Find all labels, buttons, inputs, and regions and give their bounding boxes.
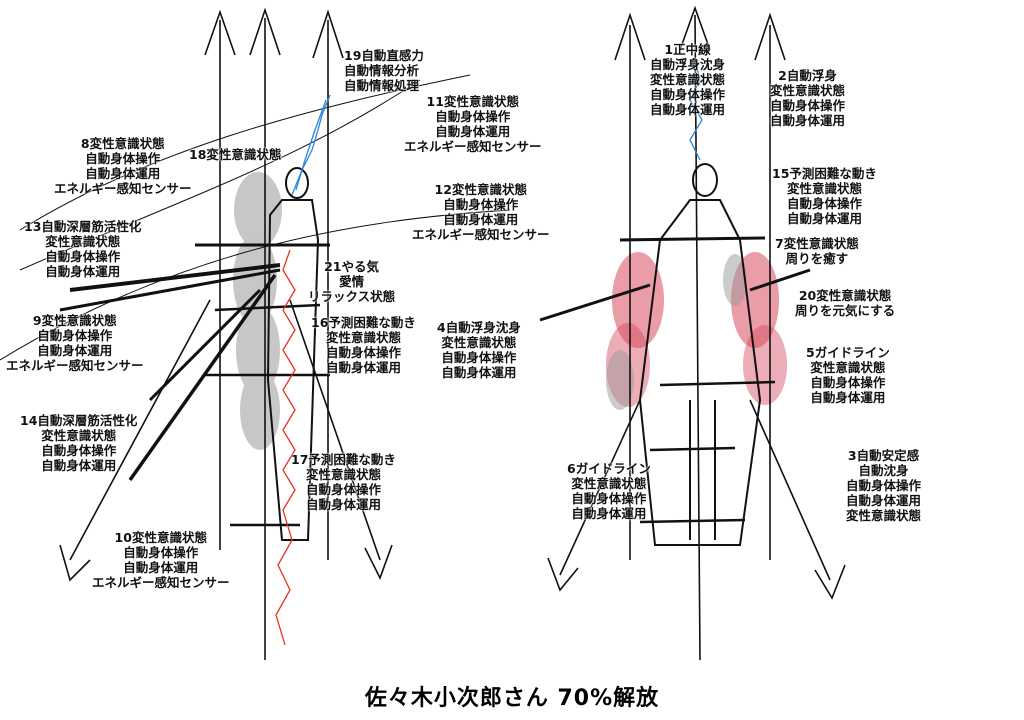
label-8: 8変性意識状態 自動身体操作 自動身体運用 エネルギー感知センサー [54, 136, 192, 196]
label-17: 17予測困難な動き 変性意識状態 自動身体操作 自動身体運用 [291, 452, 396, 512]
left-figure-outline [59, 167, 330, 541]
caption-title: 佐々木小次郎さん 70%解放 [364, 686, 660, 711]
right-figure-blue-line [689, 59, 703, 161]
label-16: 16予測困難な動き 変性意識状態 自動身体操作 自動身体運用 [311, 315, 416, 375]
label-19-intuition: 19自動直感力 自動情報分析 自動情報処理 [344, 48, 424, 93]
label-21: 21やる気 愛情 リラックス状態 [308, 259, 396, 304]
label-14: 14自動深層筋活性化 変性意識状態 自動身体操作 自動身体運用 [20, 413, 138, 473]
label-11: 11変性意識状態 自動身体操作 自動身体運用 エネルギー感知センサー [404, 94, 542, 154]
label-9: 9変性意識状態 自動身体操作 自動身体運用 エネルギー感知センサー [6, 313, 144, 373]
right-figure-shading [606, 252, 787, 410]
label-3: 3自動安定感 自動沈身 自動身体操作 自動身体運用 変性意識状態 [846, 448, 922, 523]
label-13: 13自動深層筋活性化 変性意識状態 自動身体操作 自動身体運用 [24, 219, 142, 279]
label-6: 6ガイドライン 変性意識状態 自動身体操作 自動身体運用 [567, 461, 651, 521]
label-18: 18変性意識状態 [189, 147, 282, 162]
label-1-center-line: 1正中線 自動浮身沈身 変性意識状態 自動身体操作 自動身体運用 [650, 42, 726, 117]
right-figure-outline [539, 163, 811, 546]
figure-drawing [0, 5, 846, 661]
label-10: 10変性意識状態 自動身体操作 自動身体運用 エネルギー感知センサー [92, 530, 230, 590]
right-figure-arrows [547, 5, 846, 661]
label-12: 12変性意識状態 自動身体操作 自動身体運用 エネルギー感知センサー [412, 182, 550, 242]
label-5: 5ガイドライン 変性意識状態 自動身体操作 自動身体運用 [806, 345, 890, 405]
label-7: 7変性意識状態 周りを癒す [775, 236, 859, 266]
label-20: 20変性意識状態 周りを元気にする [795, 288, 896, 318]
label-4: 4自動浮身沈身 変性意識状態 自動身体操作 自動身体運用 [437, 320, 521, 380]
label-2: 2自動浮身 変性意識状態 自動身体操作 自動身体運用 [770, 68, 846, 128]
left-figure-blue-line [291, 94, 331, 196]
left-figure-red-center-line [275, 249, 296, 646]
label-15: 15予測困難な動き 変性意識状態 自動身体操作 自動身体運用 [772, 166, 877, 226]
left-figure-arrows [0, 7, 511, 660]
